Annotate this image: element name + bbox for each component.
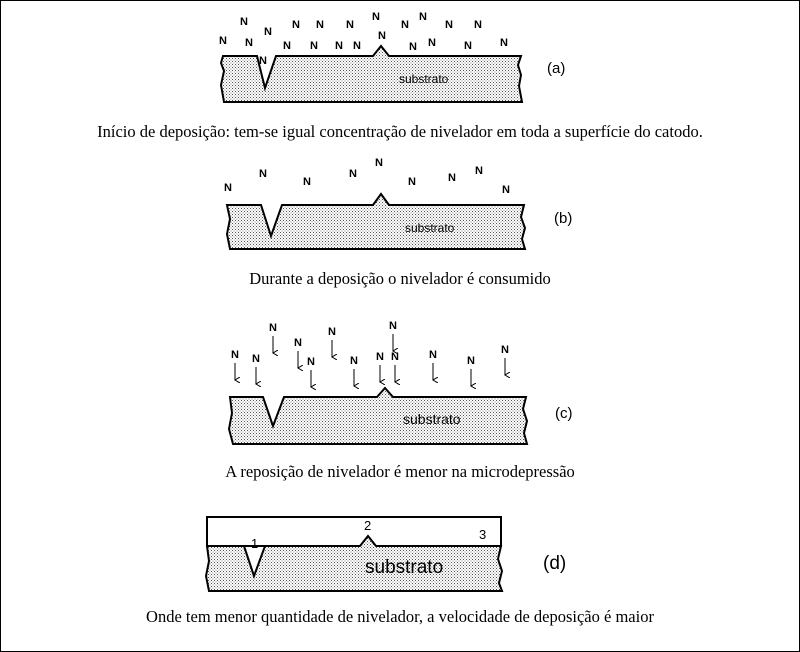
leveler-n: N [372,11,380,23]
substrate-label-b: substrato [405,221,455,235]
leveler-n: N [375,157,383,169]
point-label-1: 1 [251,536,258,551]
leveler-n: N [428,37,436,49]
caption-b: Durante a deposição o nivelador é consum… [249,269,551,288]
leveler-n: N [376,351,384,363]
leveler-n: N [502,184,510,196]
leveler-n: N [335,40,343,52]
substrate-label-c: substrato [403,411,461,427]
leveler-n: N [316,19,324,31]
leveler-n: N [448,172,456,184]
leveler-n: N [245,37,253,49]
leveler-n: N [389,320,397,332]
substrate-c [227,386,529,445]
leveler-n: N [467,355,475,367]
leveler-n: N [219,35,227,47]
leveler-n: N [501,344,509,356]
leveler-n: N [269,322,277,334]
leveler-n: N [294,337,302,349]
leveler-n: N [224,182,232,194]
leveler-n: N [350,355,358,367]
caption-c: A reposição de nivelador é menor na micr… [225,462,575,481]
panel-tag-a: (a) [547,60,565,77]
leveler-n: N [303,176,311,188]
leveler-n: N [475,165,483,177]
substrate-a [219,44,524,103]
leveler-molecules-b: N N N N N N N N N [224,157,510,196]
leveler-n: N [346,19,354,31]
diffusion-arrows-c [235,334,505,387]
leveler-n: N [283,40,291,52]
leveler-molecules-c: N N N N N N N N N N N N N [231,320,509,368]
point-label-3: 3 [479,527,486,542]
leveler-n: N [259,55,267,67]
leveler-n: N [464,40,472,52]
substrate-d [204,534,504,592]
caption-a: Início de deposição: tem-se igual concen… [97,122,703,141]
panel-c: substrato (c) N N N N N N N N N N N N N [227,320,573,445]
leveler-n: N [500,37,508,49]
panel-tag-c: (c) [555,405,573,422]
leveler-n: N [328,326,336,338]
leveler-n: N [419,11,427,23]
leveler-n: N [259,168,267,180]
leveler-n: N [292,19,300,31]
leveler-n: N [252,353,260,365]
panel-d: substrato (d) 1 2 3 [204,516,566,592]
leveler-n: N [264,26,272,38]
leveler-n: N [409,41,417,53]
panel-tag-d: (d) [543,553,566,574]
leveler-n: N [429,349,437,361]
panel-tag-b: (b) [554,210,572,227]
point-label-2: 2 [364,518,371,533]
leveler-n: N [310,40,318,52]
leveler-n: N [307,356,315,368]
substrate-b [225,192,527,250]
leveler-n: N [349,168,357,180]
substrate-label-a: substrato [399,72,449,86]
caption-d: Onde tem menor quantidade de nivelador, … [146,607,654,626]
leveler-n: N [445,19,453,31]
leveler-n: N [474,19,482,31]
panel-b: substrato (b) N N N N N N N N N [224,157,572,250]
substrate-label-d: substrato [365,557,443,578]
leveler-n: N [353,40,361,52]
leveler-n: N [231,349,239,361]
leveler-molecules-a: N N N N N N N N N N N N N N N N N N N N … [219,11,508,67]
leveler-n: N [401,19,409,31]
leveler-n: N [391,351,399,363]
panel-a: substrato (a) N N N N N N N N N N N N N … [219,11,565,103]
leveler-n: N [240,16,248,28]
leveler-n: N [408,176,416,188]
leveler-n: N [378,30,386,42]
